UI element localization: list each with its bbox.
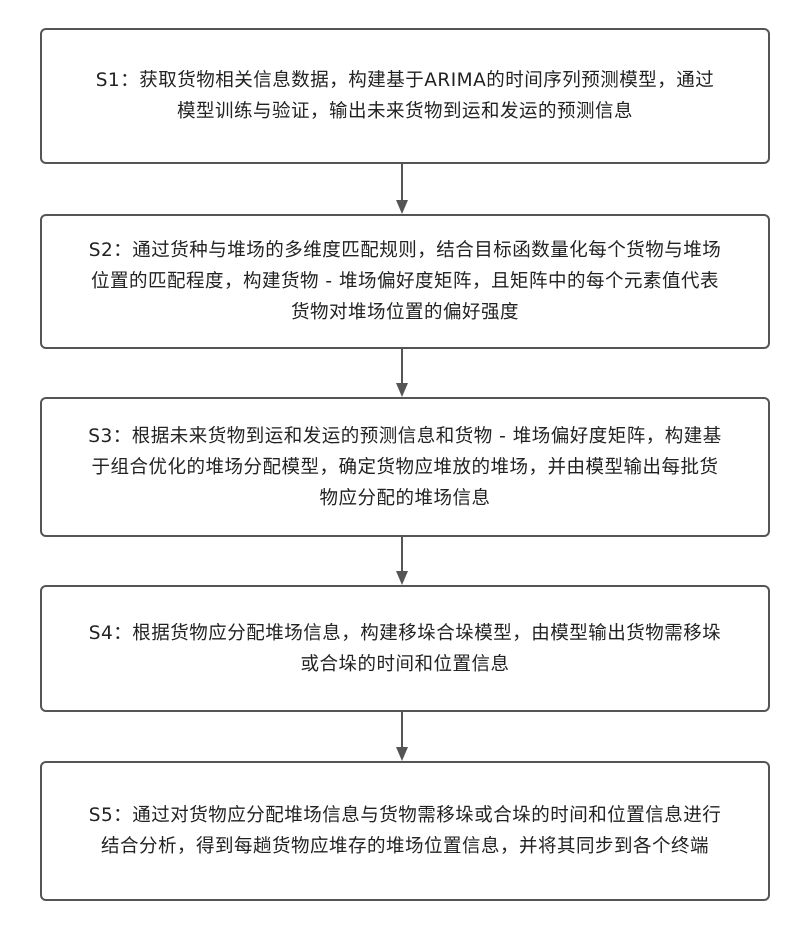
step-text-s3: S3：根据未来货物到运和发运的预测信息和货物 - 堆场偏好度矩阵，构建基 于组合…: [88, 421, 721, 514]
step-box-s4: S4：根据货物应分配堆场信息，构建移垛合垛模型，由模型输出货物需移垛 或合垛的时…: [40, 585, 770, 712]
step-line: 结合分析，得到每趟货物应堆存的堆场位置信息，并将其同步到各个终端: [89, 831, 722, 862]
step-line: 货物对堆场位置的偏好强度: [89, 297, 722, 328]
arrow-down-icon: [398, 712, 406, 761]
step-line: S1：获取货物相关信息数据，构建基于ARIMA的时间序列预测模型，通过: [96, 65, 715, 96]
step-text-s4: S4：根据货物应分配堆场信息，构建移垛合垛模型，由模型输出货物需移垛 或合垛的时…: [89, 618, 722, 680]
step-text-s5: S5：通过对货物应分配堆场信息与货物需移垛或合垛的时间和位置信息进行 结合分析，…: [89, 800, 722, 862]
step-text-s1: S1：获取货物相关信息数据，构建基于ARIMA的时间序列预测模型，通过 模型训练…: [96, 65, 715, 127]
step-box-s5: S5：通过对货物应分配堆场信息与货物需移垛或合垛的时间和位置信息进行 结合分析，…: [40, 761, 770, 901]
step-box-s3: S3：根据未来货物到运和发运的预测信息和货物 - 堆场偏好度矩阵，构建基 于组合…: [40, 397, 770, 537]
step-line: S5：通过对货物应分配堆场信息与货物需移垛或合垛的时间和位置信息进行: [89, 800, 722, 831]
step-line: S4：根据货物应分配堆场信息，构建移垛合垛模型，由模型输出货物需移垛: [89, 618, 722, 649]
step-line: 物应分配的堆场信息: [88, 483, 721, 514]
step-line: 或合垛的时间和位置信息: [89, 649, 722, 680]
step-line: S3：根据未来货物到运和发运的预测信息和货物 - 堆场偏好度矩阵，构建基: [88, 421, 721, 452]
step-line: 位置的匹配程度，构建货物 - 堆场偏好度矩阵，且矩阵中的每个元素值代表: [89, 266, 722, 297]
arrow-down-icon: [398, 537, 406, 585]
step-box-s2: S2：通过货种与堆场的多维度匹配规则，结合目标函数量化每个货物与堆场 位置的匹配…: [40, 214, 770, 349]
step-box-s1: S1：获取货物相关信息数据，构建基于ARIMA的时间序列预测模型，通过 模型训练…: [40, 28, 770, 164]
arrow-down-icon: [398, 164, 406, 214]
step-line: 于组合优化的堆场分配模型，确定货物应堆放的堆场，并由模型输出每批货: [88, 452, 721, 483]
step-line: 模型训练与验证，输出未来货物到运和发运的预测信息: [96, 96, 715, 127]
step-line: S2：通过货种与堆场的多维度匹配规则，结合目标函数量化每个货物与堆场: [89, 235, 722, 266]
arrow-down-icon: [398, 349, 406, 397]
step-text-s2: S2：通过货种与堆场的多维度匹配规则，结合目标函数量化每个货物与堆场 位置的匹配…: [89, 235, 722, 328]
